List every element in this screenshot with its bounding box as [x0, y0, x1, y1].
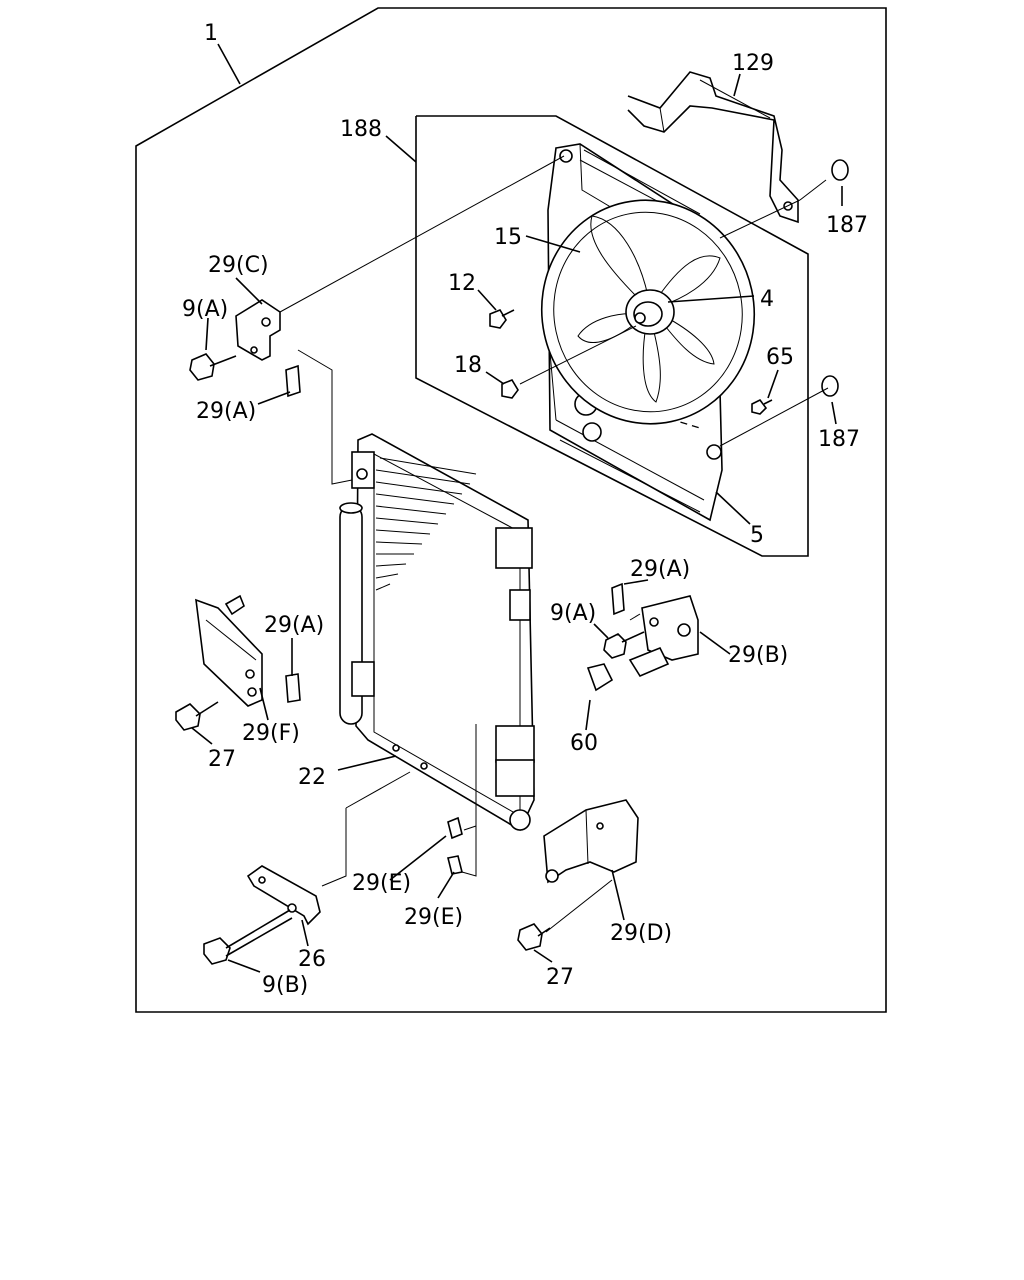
- fasteners-shroud: [489, 159, 849, 415]
- clips-29e: [447, 816, 463, 875]
- leader-lines: [191, 43, 843, 973]
- callout-15: 15: [494, 225, 522, 250]
- callout-29a-right: 29(A): [630, 557, 690, 582]
- callout-22: 22: [298, 765, 326, 790]
- callout-187-upper: 187: [826, 213, 868, 238]
- callout-29c: 29(C): [208, 253, 269, 278]
- callout-5: 5: [750, 523, 764, 548]
- condenser-fins: [375, 457, 477, 591]
- callout-4: 4: [760, 287, 774, 312]
- callout-188: 188: [340, 117, 382, 142]
- callout-29e-2: 29(E): [404, 905, 463, 930]
- callout-12: 12: [448, 271, 476, 296]
- callout-29e-1: 29(E): [352, 871, 411, 896]
- callout-labels: 1 129 188 187 15 29(C) 12 4 9(A) 65 18 2…: [182, 21, 868, 998]
- callout-129: 129: [732, 51, 774, 76]
- callout-29a-top: 29(A): [196, 399, 256, 424]
- callout-65: 65: [766, 345, 794, 370]
- alignment-lines: [279, 155, 829, 933]
- callout-29f: 29(F): [242, 721, 300, 746]
- bracket-29b: [586, 582, 699, 692]
- callout-187-lower: 187: [818, 427, 860, 452]
- bracket-29d: [517, 799, 639, 951]
- callout-18: 18: [454, 353, 482, 378]
- callout-60: 60: [570, 731, 598, 756]
- bracket-26: [203, 865, 321, 965]
- callout-27-bottom: 27: [546, 965, 574, 990]
- bracket-29f: [175, 594, 301, 731]
- callout-9a-left: 9(A): [182, 297, 228, 322]
- callout-29b: 29(B): [728, 643, 788, 668]
- assembly-frame: [135, 7, 887, 1013]
- callout-9a-right: 9(A): [550, 601, 596, 626]
- fan-shroud-region: [415, 115, 809, 557]
- callout-29a-left: 29(A): [264, 613, 324, 638]
- shroud-bracket: [627, 71, 799, 224]
- callout-9b: 9(B): [262, 973, 308, 998]
- callout-26: 26: [298, 947, 326, 972]
- callout-27-left: 27: [208, 747, 236, 772]
- bracket-29c: [189, 299, 301, 398]
- callout-29d: 29(D): [610, 921, 672, 946]
- callout-1: 1: [204, 21, 218, 46]
- condenser: [339, 433, 535, 832]
- fan-assembly: [540, 199, 756, 425]
